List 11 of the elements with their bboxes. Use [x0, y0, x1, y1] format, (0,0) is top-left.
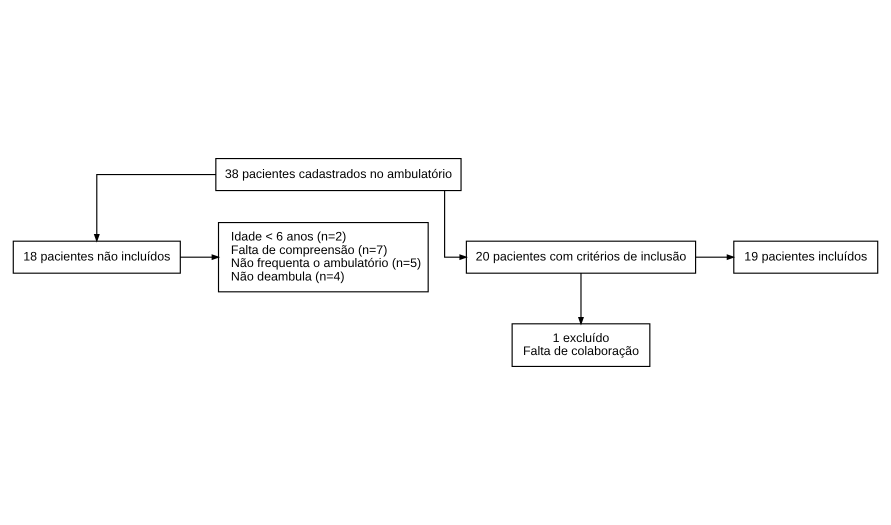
node-box: 18 pacientes não incluídos	[12, 240, 181, 274]
arrow	[578, 273, 584, 326]
node-box: 1 excluído Falta de colaboração	[512, 323, 650, 368]
arrow	[180, 254, 220, 260]
node-box: 20 pacientes com critérios de inclusão	[466, 240, 696, 274]
arrow	[444, 190, 468, 260]
node-box: 38 pacientes cadastrados no ambulatório	[215, 158, 462, 192]
arrow	[94, 174, 216, 243]
node-box: Idade < 6 anos (n=2) Falta de compreensão (n=7) Não frequenta o ambulatório (n=5) Não deambula (n=4)	[218, 222, 429, 292]
arrow	[696, 254, 736, 260]
node-box: 19 pacientes incluídos	[733, 240, 878, 274]
